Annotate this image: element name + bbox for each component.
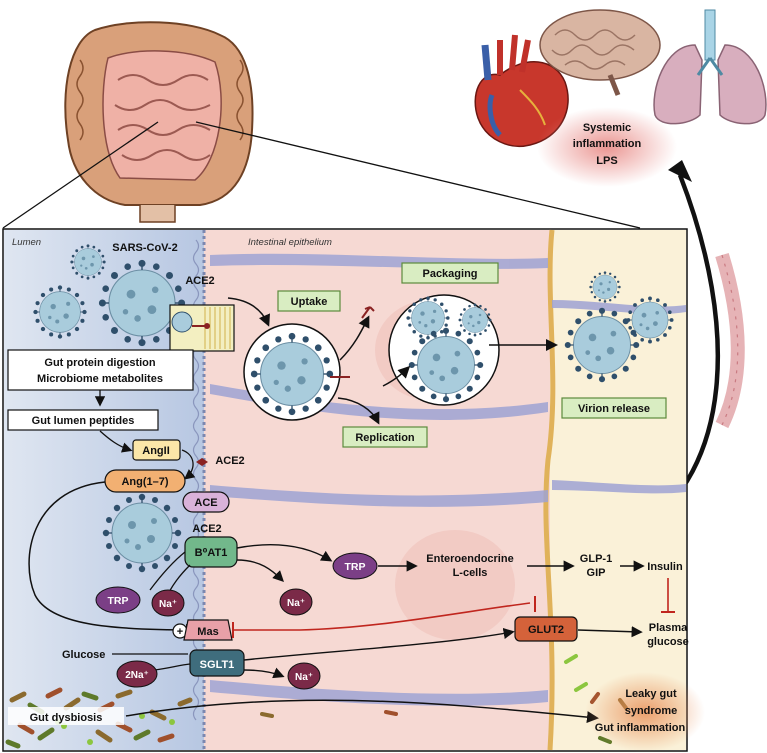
mas-receptor (183, 619, 233, 641)
sglt1-transporter (189, 649, 245, 677)
ace2-label-3: ACE2 (192, 523, 221, 535)
na-lumen-label: Na⁺ (159, 599, 177, 610)
systemic-label-1: Systemic (583, 122, 631, 134)
zoom-line-right (195, 121, 641, 229)
ang17-to-mas-arrow (28, 481, 198, 636)
na-cell-label-2: Na⁺ (295, 672, 313, 683)
b0at1-label: B⁰AT1 (195, 547, 228, 559)
gip-label: GIP (587, 567, 606, 579)
ace2-label-1: ACE2 (185, 275, 214, 287)
ang17-pill (104, 469, 186, 493)
glucose-label: Glucose (62, 649, 105, 661)
plasma-glucose-label-2: glucose (647, 636, 689, 648)
ace-label: ACE (194, 497, 217, 509)
systemic-label-2: inflammation (573, 138, 642, 150)
sars-cov-2-label: SARS-CoV-2 (112, 242, 177, 254)
ace2-shed-icon (361, 306, 375, 319)
ace2-membrane-icon (196, 458, 208, 466)
cell-junctions (210, 253, 686, 706)
na-cell-label-1: Na⁺ (287, 598, 305, 609)
brain-icon (539, 9, 661, 96)
ace2-label-2: ACE2 (215, 455, 244, 467)
leaky-gut-label-1: Leaky gut (625, 688, 677, 700)
glut2-transporter (514, 616, 578, 642)
replication-box (342, 426, 428, 448)
trp-to-b0at1-line (149, 551, 186, 591)
l-cells-label-1: Enteroendocrine (426, 553, 513, 565)
l-cells-label-2: L-cells (453, 567, 488, 579)
lungs-icon (653, 9, 767, 125)
heart-icon (474, 34, 569, 147)
dysbiosis-arrow (125, 699, 599, 724)
replication-label: Replication (355, 432, 415, 444)
release-box (561, 397, 667, 419)
digestion-label-2: Microbiome metabolites (37, 373, 163, 385)
glut2-label: GLUT2 (528, 624, 564, 636)
angii-to-ang17-arrow (181, 449, 196, 480)
trp-lumen-label: TRP (108, 595, 129, 607)
trp-lumen-bubble (95, 586, 141, 614)
angii-box (132, 439, 181, 461)
zoom-line-left (2, 121, 159, 229)
dysbiosis-label: Gut dysbiosis (30, 712, 103, 724)
ang17-label: Ang(1–7) (121, 476, 168, 488)
packaging-box (401, 262, 499, 284)
systemic-label-3: LPS (596, 155, 617, 167)
epithelium-label: Intestinal epithelium (248, 237, 332, 248)
sglt1-label: SGLT1 (200, 659, 235, 671)
peptides-arrow (99, 430, 133, 453)
na-lumen-bubble (151, 589, 185, 617)
main-panel (2, 228, 688, 752)
leaky-gut-label-2: syndrome (625, 705, 678, 717)
ace-pill (182, 491, 230, 513)
peptides-label: Gut lumen peptides (32, 415, 135, 427)
leaky-gut-glow (585, 672, 705, 752)
insulin-label: Insulin (647, 561, 683, 573)
peptides-box (7, 409, 159, 431)
uptake-box (277, 290, 341, 312)
na-cell-bubble-1 (279, 588, 313, 616)
na-cell-bubble-2 (287, 662, 321, 690)
two-na-label: 2Na⁺ (125, 670, 149, 681)
plasma-glucose-label-1: Plasma (649, 622, 688, 634)
packaging-label: Packaging (422, 268, 477, 280)
intestine-illustration (64, 21, 254, 223)
two-na-line (154, 663, 191, 671)
glut2-to-plasma-arrow (577, 626, 643, 638)
receptor-inset (169, 304, 235, 352)
two-na-bubble (116, 660, 158, 688)
sglt1-na-arrow (243, 667, 285, 679)
blood-vessel (715, 252, 745, 429)
mas-label: Mas (197, 626, 218, 638)
uptake-label: Uptake (291, 296, 328, 308)
trp-cell-label: TRP (345, 561, 366, 573)
trp-cell-bubble (332, 552, 378, 580)
nucleus-lower (395, 530, 515, 640)
digestion-label-1: Gut protein digestion (44, 357, 155, 369)
angii-label: AngII (142, 445, 170, 457)
b0at1-arrows (236, 544, 333, 582)
glut2-inhibit-line (299, 602, 531, 631)
sglt1-to-glut2-arrow (243, 627, 515, 661)
glp1-label: GLP-1 (580, 553, 612, 565)
release-label: Virion release (578, 403, 650, 415)
systemic-arrowhead (668, 160, 692, 182)
dysbiosis-label-bg (8, 707, 124, 725)
gut-inflammation-label: Gut inflammation (595, 722, 686, 734)
virus-flow-arrows (227, 297, 558, 425)
lumen-label: Lumen (12, 237, 41, 248)
systemic-glow (537, 107, 677, 187)
plus-sign: + (177, 626, 183, 638)
